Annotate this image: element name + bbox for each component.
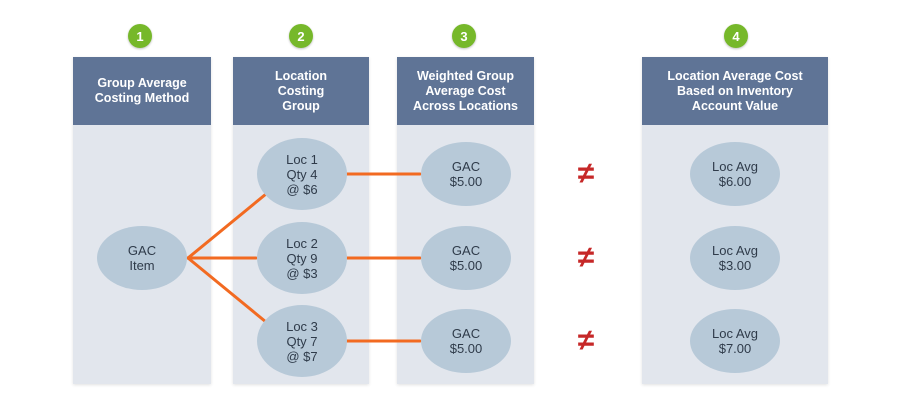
step-badge-3: 3 bbox=[452, 24, 476, 48]
location-average-node-3: Loc Avg $7.00 bbox=[690, 309, 780, 373]
location-average-node-2: Loc Avg $3.00 bbox=[690, 226, 780, 290]
step-badge-2: 2 bbox=[289, 24, 313, 48]
not-equal-icon: ≠ bbox=[577, 241, 595, 274]
column-header: Weighted Group Average Cost Across Locat… bbox=[397, 57, 534, 125]
location-average-node-1: Loc Avg $6.00 bbox=[690, 142, 780, 206]
column-location-costing-group: Location Costing Group bbox=[233, 57, 369, 384]
not-equal-icon: ≠ bbox=[577, 157, 595, 190]
column-group-average-costing: Group Average Costing Method bbox=[73, 57, 211, 384]
gac-item-node: GAC Item bbox=[97, 226, 187, 290]
gac-value-node-3: GAC $5.00 bbox=[421, 309, 511, 373]
gac-value-node-1: GAC $5.00 bbox=[421, 142, 511, 206]
not-equal-icon: ≠ bbox=[577, 324, 595, 357]
connector-gac-to-loc3 bbox=[186, 256, 268, 324]
step-badge-1: 1 bbox=[128, 24, 152, 48]
location-node-2: Loc 2 Qty 9 @ $3 bbox=[257, 222, 347, 294]
step-badge-4: 4 bbox=[724, 24, 748, 48]
column-header: Group Average Costing Method bbox=[73, 57, 211, 125]
location-node-3: Loc 3 Qty 7 @ $7 bbox=[257, 305, 347, 377]
column-header: Location Costing Group bbox=[233, 57, 369, 125]
location-node-1: Loc 1 Qty 4 @ $6 bbox=[257, 138, 347, 210]
gac-value-node-2: GAC $5.00 bbox=[421, 226, 511, 290]
column-header: Location Average Cost Based on Inventory… bbox=[642, 57, 828, 125]
connector-gac-to-loc1 bbox=[186, 192, 268, 260]
